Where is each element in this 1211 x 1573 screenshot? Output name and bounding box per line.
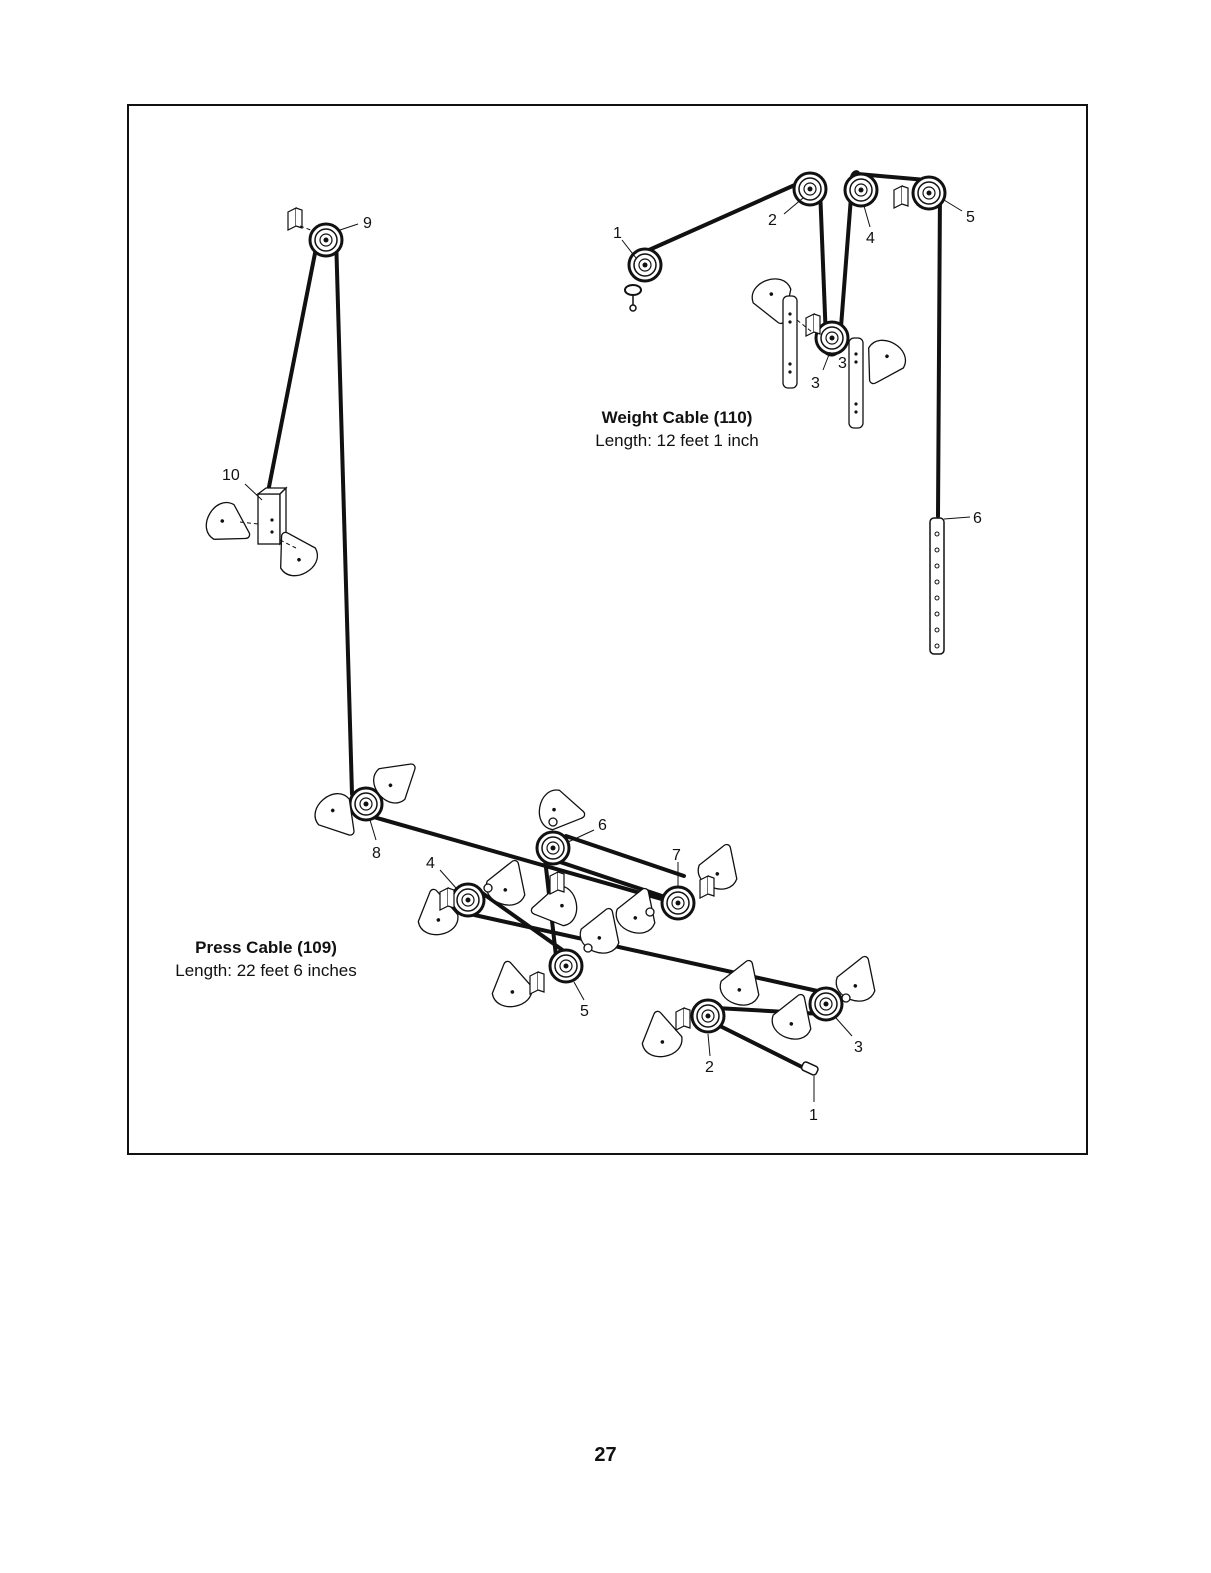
press-callout-1: 1: [809, 1107, 818, 1124]
weight-callout-3b: 3: [838, 355, 847, 372]
press-callout-4: 4: [426, 855, 435, 872]
weight-pulley-4: [845, 174, 877, 206]
weight-pulley-1: [625, 249, 661, 311]
press-cable-path: [268, 226, 822, 1070]
press-frame-plates: [308, 750, 885, 1060]
press-cable-length: Length: 22 feet 6 inches: [175, 961, 356, 980]
weight-cable-title: Weight Cable (110): [602, 408, 753, 427]
weight-callout-5: 5: [966, 209, 975, 226]
press-callout-10: 10: [222, 467, 240, 484]
weight-cable-assembly: 1 2 3 4 3 5 6 Weight Cable (110) Length:…: [595, 172, 982, 654]
press-pulley-2: [692, 1000, 724, 1032]
press-pulley-7: [662, 887, 694, 919]
press-cable-assembly: 9 10 8 6 7 4 5 2 3 1 Press Cable (109) L…: [175, 208, 884, 1124]
weight-selector-rod: [930, 518, 944, 654]
press-callout-6: 6: [598, 817, 607, 834]
page-number: 27: [0, 1444, 1211, 1467]
weight-callout-3: 3: [811, 375, 820, 392]
weight-callout-4: 4: [866, 230, 875, 247]
press-callout-2: 2: [705, 1059, 714, 1076]
press-callout-7: 7: [672, 847, 681, 864]
press-pulley-6: [537, 832, 569, 864]
press-callout-9: 9: [363, 215, 372, 232]
weight-callout-1: 1: [613, 225, 622, 242]
press-pulley-9: [288, 208, 342, 256]
press-callout-3: 3: [854, 1039, 863, 1056]
weight-pulley-5: [913, 177, 945, 209]
press-callout-5: 5: [580, 1003, 589, 1020]
press-callout-8: 8: [372, 845, 381, 862]
weight-pulley-2: [794, 173, 826, 205]
press-pulley-4: [452, 884, 484, 916]
weight-cable-length: Length: 12 feet 1 inch: [595, 431, 759, 450]
weight-callout-2: 2: [768, 212, 777, 229]
press-handle-block: [200, 488, 324, 582]
weight-callout-6: 6: [973, 510, 982, 527]
weight-pulley-3: [816, 322, 848, 354]
press-pulley-5: [550, 950, 582, 982]
press-pulley-3: [810, 988, 842, 1020]
press-cable-end: [801, 1061, 819, 1076]
press-cable-title: Press Cable (109): [195, 938, 337, 957]
